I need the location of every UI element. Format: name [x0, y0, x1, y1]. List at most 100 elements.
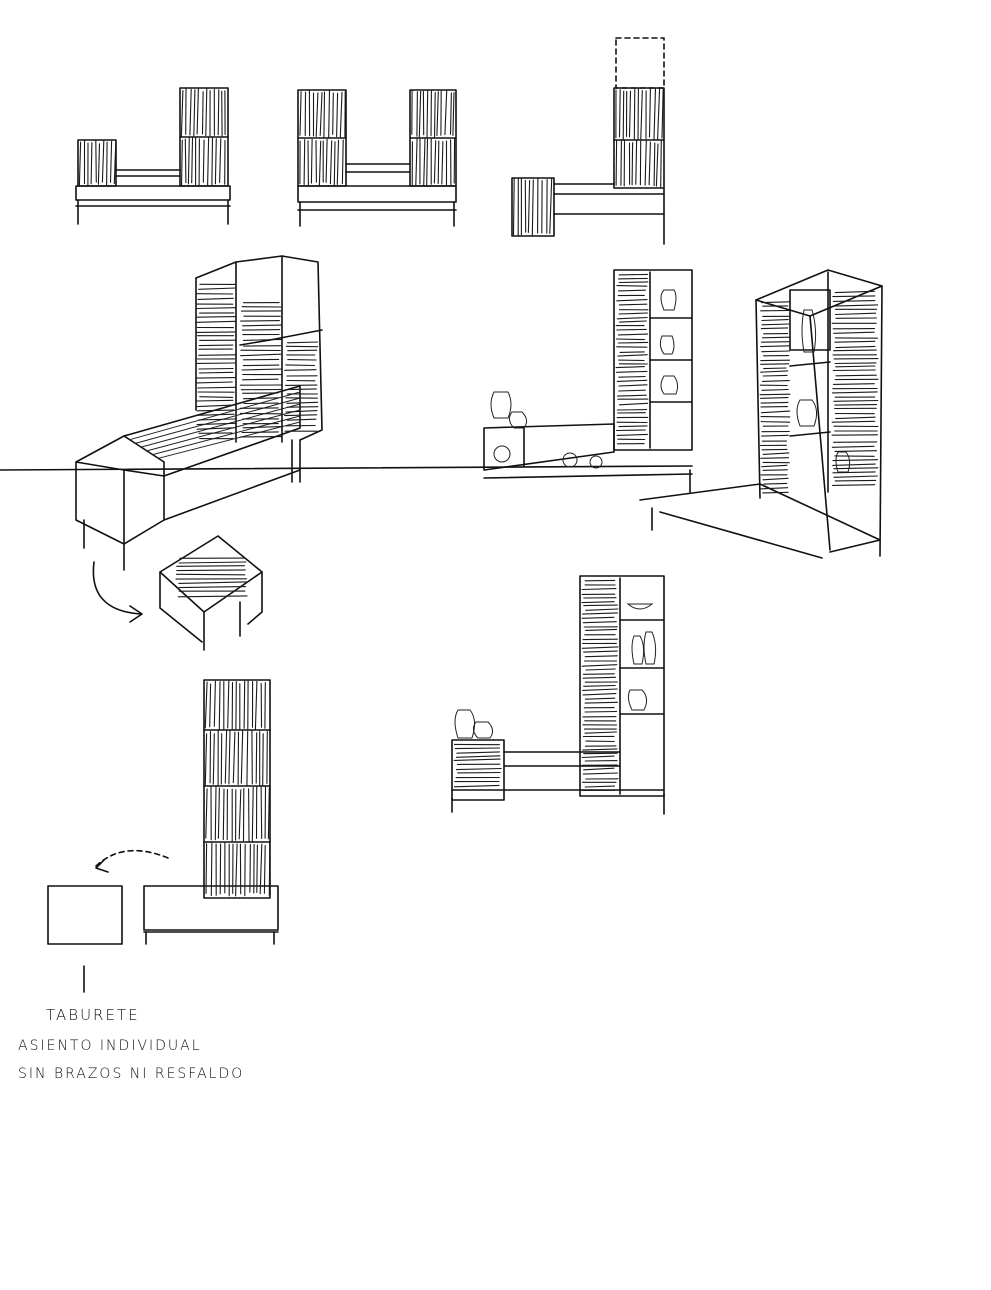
- bench-slat: [134, 397, 301, 444]
- hatch-stroke: [831, 420, 876, 423]
- hatch-stroke: [834, 290, 875, 294]
- hatch-stroke: [176, 569, 246, 572]
- hatch-stroke: [582, 612, 619, 615]
- hatch-stroke: [178, 581, 247, 584]
- hatch-stroke: [197, 297, 234, 300]
- sketch-axonometric-bench-stool: [75, 255, 323, 651]
- hatch-stroke: [582, 673, 615, 675]
- hatch-stroke: [213, 680, 216, 727]
- bench-slat: [140, 403, 301, 448]
- hatch-stroke: [175, 573, 246, 576]
- hatch-stroke: [284, 369, 317, 371]
- hatch-stroke: [267, 787, 270, 840]
- hatch-stroke: [423, 137, 426, 187]
- hatch-stroke: [285, 410, 318, 413]
- hatch-stroke: [512, 178, 515, 236]
- hatch-stroke: [583, 604, 618, 607]
- hatch-stroke: [303, 139, 306, 185]
- hatch-stroke: [196, 331, 237, 333]
- hatch-stroke: [834, 479, 877, 482]
- hatch-stroke: [763, 367, 787, 370]
- hatch-stroke: [761, 380, 790, 382]
- hatch-stroke: [581, 664, 618, 667]
- hatch-stroke: [620, 140, 622, 186]
- hatch-stroke: [833, 399, 879, 402]
- hatch-stroke: [332, 92, 334, 135]
- hatch-stroke: [196, 427, 235, 430]
- hatch-stroke: [585, 668, 616, 671]
- hatch-stroke: [655, 143, 659, 187]
- hatch-stroke: [616, 370, 648, 373]
- hatch-stroke: [205, 788, 208, 839]
- hatch-stroke: [549, 177, 553, 235]
- hatch-stroke: [177, 595, 248, 598]
- sketch-elevation-a: [75, 87, 231, 225]
- hatch-stroke: [834, 362, 877, 365]
- hatch-stroke: [205, 843, 208, 894]
- hatch-stroke: [582, 693, 617, 696]
- hatch-stroke: [582, 688, 618, 691]
- hatch-stroke: [616, 285, 648, 287]
- hatch-stroke: [256, 844, 258, 894]
- hatch-stroke: [831, 391, 878, 394]
- hatch-stroke: [617, 333, 649, 336]
- hatch-stroke: [618, 402, 649, 406]
- hatch-stroke: [761, 336, 791, 339]
- hatch-stroke: [97, 143, 101, 185]
- hatch-stroke: [201, 91, 204, 135]
- hatch-stroke: [243, 680, 246, 729]
- hatch-stroke: [286, 418, 317, 421]
- hatch-stroke: [426, 138, 429, 186]
- hatch-stroke: [653, 87, 657, 140]
- hatch-stroke: [760, 345, 791, 348]
- hatch-stroke: [196, 316, 237, 318]
- hatch-stroke: [833, 331, 875, 334]
- hatch-stroke: [760, 363, 790, 365]
- hatch-stroke: [618, 384, 648, 387]
- hatch-stroke: [415, 137, 418, 187]
- hatch-stroke: [616, 299, 648, 302]
- hatch-stroke: [760, 301, 791, 304]
- hatch-stroke: [196, 377, 236, 379]
- hatch-stroke: [618, 425, 648, 428]
- hatch-stroke: [260, 786, 263, 840]
- hatch-stroke: [832, 383, 875, 385]
- hatch-stroke: [238, 789, 242, 840]
- hatch-stroke: [618, 89, 621, 138]
- hatch-stroke: [761, 464, 788, 468]
- hatch-stroke: [760, 410, 791, 414]
- hatch-stroke: [653, 142, 656, 187]
- hatch-stroke: [833, 475, 878, 478]
- hatch-stroke: [287, 349, 318, 352]
- hatch-stroke: [617, 354, 648, 357]
- hatch-stroke: [255, 732, 258, 784]
- hatch-stroke: [191, 137, 194, 184]
- hatch-stroke: [193, 89, 196, 137]
- hatch-stroke: [615, 366, 645, 369]
- hatch-stroke: [640, 89, 643, 140]
- hatch-stroke: [318, 140, 322, 187]
- hatch-stroke: [581, 588, 617, 591]
- hatch-stroke: [453, 784, 500, 788]
- hatch-stroke: [325, 138, 328, 183]
- hatch-stroke: [333, 141, 336, 186]
- sketch-elevation-shelves: [451, 575, 665, 815]
- hatch-stroke: [832, 369, 876, 372]
- hatch-stroke: [584, 710, 618, 713]
- hatch-stroke: [762, 469, 788, 471]
- hatch-stroke: [217, 89, 220, 136]
- hatch-stroke: [615, 429, 646, 432]
- hatch-stroke: [240, 320, 280, 322]
- hatch-stroke: [581, 601, 615, 604]
- hatch-stroke: [263, 845, 266, 894]
- hatch-stroke: [433, 140, 437, 184]
- hatch-stroke: [657, 87, 661, 140]
- hatch-stroke: [268, 842, 271, 896]
- hatch-stroke: [622, 90, 625, 140]
- hatch-stroke: [628, 90, 632, 138]
- hatch-stroke: [283, 414, 318, 417]
- stool-note-line-2: SIN BRAZOS NI RESFALDO: [18, 1066, 245, 1082]
- bench-slat: [157, 421, 301, 459]
- hatch-stroke: [618, 281, 649, 284]
- hatch-stroke: [633, 88, 636, 141]
